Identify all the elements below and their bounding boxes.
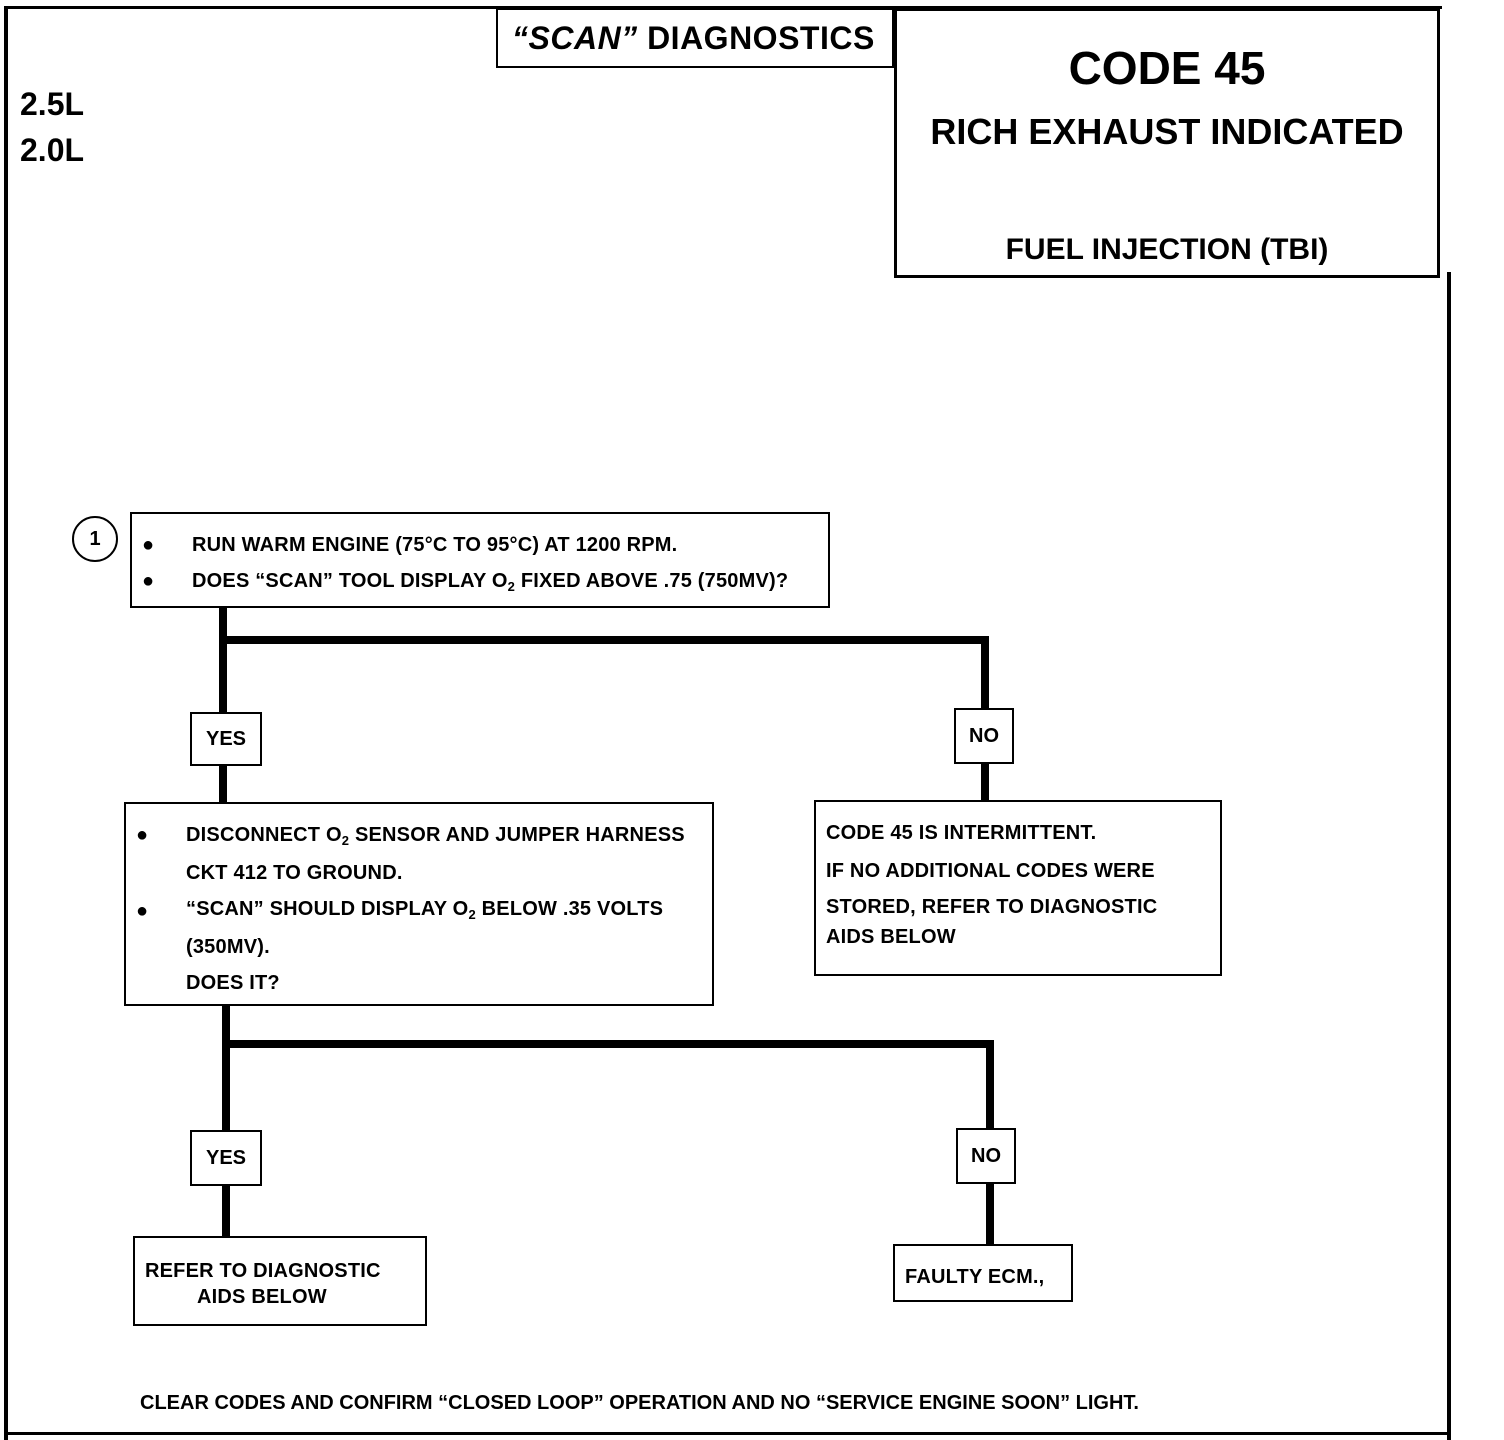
engine-size-2: 2.0L	[20, 132, 85, 168]
subscript: 2	[341, 833, 350, 848]
step1-line2-text: DOES “SCAN” TOOL DISPLAY O	[192, 570, 508, 592]
no-label: NO	[956, 1128, 1016, 1184]
frame-bottom-border	[8, 1432, 1450, 1435]
yes-label: YES	[190, 712, 262, 766]
step1-line1: RUN WARM ENGINE (75°C TO 95°C) AT 1200 R…	[192, 534, 678, 556]
bullet-icon: ●	[142, 534, 155, 556]
step-number-circle: 1	[72, 516, 118, 562]
intermittent-box: CODE 45 IS INTERMITTENT. IF NO ADDITIONA…	[814, 800, 1222, 976]
step2-line2: CKT 412 TO GROUND.	[186, 862, 403, 884]
bullet-icon: ●	[136, 824, 149, 846]
step1-box: ● RUN WARM ENGINE (75°C TO 95°C) AT 1200…	[130, 512, 830, 608]
step2-line4: (350MV).	[186, 936, 270, 958]
step2-line3-text-end: BELOW .35 VOLTS	[475, 898, 664, 920]
subscript: 2	[468, 907, 476, 922]
step2-line1-text: DISCONNECT O	[186, 824, 342, 846]
connector-line	[981, 762, 989, 802]
intermittent-line1: CODE 45 IS INTERMITTENT.	[826, 822, 1097, 844]
connector-line	[222, 1006, 230, 1132]
bullet-icon: ●	[136, 900, 149, 922]
intermittent-line3: STORED, REFER TO DIAGNOSTIC	[826, 896, 1158, 918]
step2-line1-text-end: SENSOR AND JUMPER HARNESS	[349, 824, 685, 846]
refer-line2: AIDS BELOW	[197, 1286, 327, 1308]
refer-box: REFER TO DIAGNOSTIC AIDS BELOW	[133, 1236, 427, 1326]
step2-box: ● DISCONNECT O2 SENSOR AND JUMPER HARNES…	[124, 802, 714, 1006]
refer-line1: REFER TO DIAGNOSTIC	[145, 1260, 381, 1282]
yes-label: YES	[190, 1130, 262, 1186]
connector-line	[222, 1184, 230, 1238]
connector-line	[219, 608, 227, 714]
system-label: FUEL INJECTION (TBI)	[1005, 233, 1329, 266]
subscript: 2	[507, 579, 516, 594]
intermittent-line4: AIDS BELOW	[826, 926, 956, 948]
code-subtitle: RICH EXHAUST INDICATED	[930, 111, 1404, 152]
frame-left-border	[4, 8, 8, 1440]
scan-label: “SCAN”	[512, 20, 638, 56]
code-title: CODE 45	[1068, 42, 1266, 94]
frame-top-border	[4, 6, 1442, 9]
step1-line2: DOES “SCAN” TOOL DISPLAY O2 FIXED ABOVE …	[192, 570, 788, 594]
step2-line3-text: “SCAN” SHOULD DISPLAY O	[186, 898, 469, 920]
connector-line	[222, 1040, 994, 1048]
intermittent-line2: IF NO ADDITIONAL CODES WERE	[826, 860, 1155, 882]
diagnostics-label: DIAGNOSTICS	[637, 20, 875, 56]
connector-line	[986, 1184, 994, 1246]
faulty-ecm-box: FAULTY ECM.,	[893, 1244, 1073, 1302]
bullet-icon: ●	[142, 570, 155, 592]
no-label: NO	[954, 708, 1014, 764]
step2-line1: DISCONNECT O2 SENSOR AND JUMPER HARNESS	[186, 824, 685, 848]
frame-right-border-lower	[1447, 272, 1451, 1440]
step2-line5: DOES IT?	[186, 972, 280, 994]
footer-instruction: CLEAR CODES AND CONFIRM “CLOSED LOOP” OP…	[140, 1392, 1139, 1414]
connector-line	[219, 636, 989, 644]
connector-line	[219, 764, 227, 804]
scan-diagnostics-tab: “SCAN” DIAGNOSTICS	[496, 8, 894, 68]
faulty-ecm-text: FAULTY ECM.,	[905, 1266, 1045, 1288]
connector-line	[981, 636, 989, 710]
connector-line	[986, 1040, 994, 1130]
engine-size-1: 2.5L	[20, 86, 85, 122]
step1-line2-text-end: FIXED ABOVE .75 (750MV)?	[515, 570, 789, 592]
step2-line3: “SCAN” SHOULD DISPLAY O2 BELOW .35 VOLTS	[186, 898, 663, 922]
code-title-box: CODE 45 RICH EXHAUST INDICATED FUEL INJE…	[894, 8, 1440, 278]
